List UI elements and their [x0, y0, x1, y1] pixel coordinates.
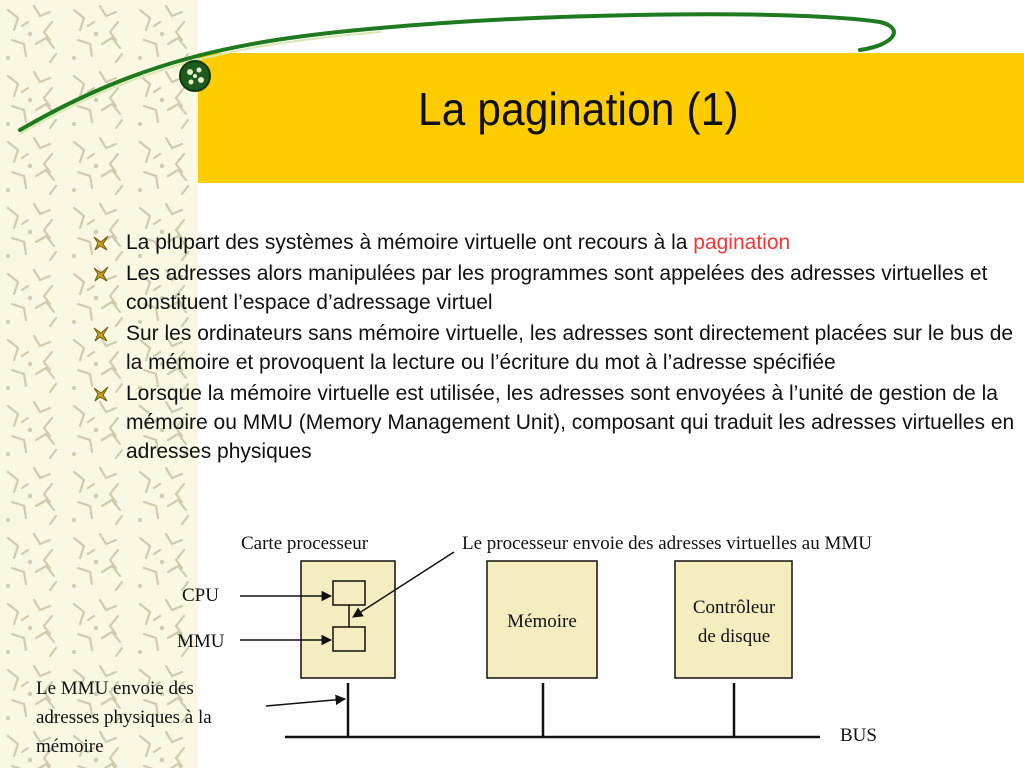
bullet-text: Les adresses alors manipulées par les pr…: [126, 262, 988, 314]
bullet-item: Lorsque la mémoire virtuelle est utilisé…: [86, 379, 1016, 466]
title-swoosh-ornament: [18, 12, 896, 135]
bullet-item: Sur les ordinateurs sans mémoire virtuel…: [86, 319, 1016, 377]
globe-icon: [179, 60, 211, 92]
bullet-star-icon: [93, 235, 109, 251]
processor-board-label: Carte processeur: [241, 533, 369, 554]
processor-board-box: [300, 560, 396, 679]
bullet-text: La plupart des systèmes à mémoire virtue…: [126, 231, 694, 254]
mmu-note-arrow: [265, 694, 347, 707]
bullet-item: La plupart des systèmes à mémoire virtue…: [86, 228, 1016, 257]
title-band: [198, 53, 1024, 183]
mmu-box: [332, 626, 366, 652]
bullet-item: Les adresses alors manipulées par les pr…: [86, 259, 1016, 317]
bullet-star-icon: [93, 326, 109, 342]
mmu-label: MMU: [177, 631, 225, 652]
bus-label: BUS: [840, 725, 877, 746]
disk-controller-box: [674, 560, 793, 679]
memory-label: Mémoire: [507, 611, 577, 632]
bullet-text: Sur les ordinateurs sans mémoire virtuel…: [126, 322, 1014, 374]
bullet-star-icon: [93, 386, 109, 402]
bullet-list: La plupart des systèmes à mémoire virtue…: [86, 228, 1016, 468]
memory-box: [486, 560, 598, 679]
decorative-pattern-strip: [0, 0, 198, 768]
processor-note-label: Le processeur envoie des adresses virtue…: [462, 533, 872, 554]
cpu-label: CPU: [182, 585, 219, 606]
mmu-note-line1: Le MMU envoie des: [36, 678, 194, 699]
disk-controller-label-line1: Contrôleur: [692, 597, 776, 618]
decorative-pattern: [0, 0, 198, 768]
disk-controller-label-line2: de disque: [697, 626, 771, 647]
bullet-highlight: pagination: [693, 231, 791, 254]
mmu-note-line3: mémoire: [36, 736, 104, 757]
processor-note-arrow: [352, 551, 455, 618]
slide-title: La pagination (1): [418, 83, 739, 135]
bullet-text: Lorsque la mémoire virtuelle est utilisé…: [126, 382, 1015, 463]
cpu-box: [332, 580, 366, 606]
mmu-note-line2: adresses physiques à la: [36, 707, 212, 728]
bullet-star-icon: [93, 266, 109, 282]
